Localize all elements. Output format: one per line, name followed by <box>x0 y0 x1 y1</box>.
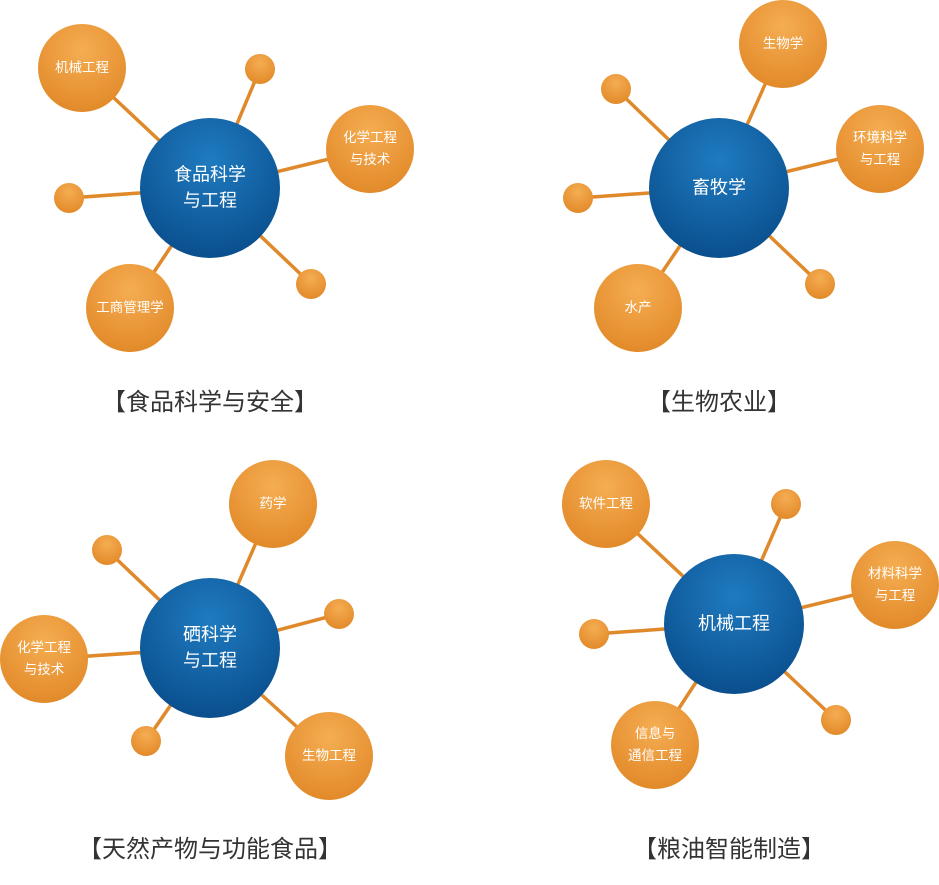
leaf-circle <box>563 183 593 213</box>
discipline-node: 水产 <box>594 264 682 352</box>
leaf-circle <box>579 619 609 649</box>
cluster-caption: 【食品科学与安全】 <box>102 388 318 416</box>
leaf-label: 与工程 <box>875 588 916 604</box>
leaf-circle <box>38 24 126 112</box>
leaf-circle <box>562 460 650 548</box>
leaf-circle <box>86 264 174 352</box>
hub-label: 硒科学 <box>183 625 237 646</box>
leaf-circle <box>739 0 827 88</box>
discipline-node: 软件工程 <box>562 460 650 548</box>
empty-node <box>601 74 631 104</box>
empty-node <box>821 705 851 735</box>
leaf-circle <box>54 183 84 213</box>
leaf-circle <box>836 105 924 193</box>
empty-node <box>563 183 593 213</box>
node-layer: 机械工程化学工程与技术工商管理学食品科学与工程生物学环境科学与工程水产畜牧学药学… <box>0 0 939 800</box>
hub-circle <box>140 578 280 718</box>
leaf-circle <box>92 535 122 565</box>
leaf-circle <box>611 701 699 789</box>
cluster-caption: 【生物农业】 <box>647 388 791 416</box>
leaf-label: 药学 <box>260 496 287 512</box>
leaf-label: 化学工程 <box>17 640 71 656</box>
hub-circle <box>649 118 789 258</box>
leaf-circle <box>131 726 161 756</box>
leaf-label: 生物工程 <box>302 748 356 764</box>
empty-node <box>771 489 801 519</box>
empty-node <box>245 54 275 84</box>
hub-label: 食品科学 <box>174 165 246 186</box>
leaf-circle <box>805 269 835 299</box>
leaf-label: 化学工程 <box>343 130 397 146</box>
discipline-node: 工商管理学 <box>86 264 174 352</box>
discipline-node: 生物工程 <box>285 712 373 800</box>
empty-node <box>324 599 354 629</box>
hub-node: 畜牧学 <box>649 118 789 258</box>
leaf-label: 与工程 <box>860 152 901 168</box>
hub-circle <box>664 554 804 694</box>
empty-node <box>131 726 161 756</box>
leaf-label: 工商管理学 <box>96 300 164 316</box>
leaf-circle <box>851 541 939 629</box>
leaf-circle <box>771 489 801 519</box>
leaf-label: 信息与 <box>635 725 676 742</box>
cluster-caption: 【天然产物与功能食品】 <box>78 835 342 863</box>
leaf-label: 与技术 <box>24 662 65 678</box>
leaf-label: 材料科学 <box>868 566 922 582</box>
empty-node <box>296 269 326 299</box>
leaf-circle <box>326 105 414 193</box>
leaf-circle <box>245 54 275 84</box>
discipline-node: 生物学 <box>739 0 827 88</box>
empty-node <box>92 535 122 565</box>
leaf-label: 环境科学 <box>853 130 907 146</box>
leaf-label: 与技术 <box>350 152 391 168</box>
hub-label: 与工程 <box>183 651 237 672</box>
hub-label: 机械工程 <box>698 614 770 635</box>
leaf-label: 机械工程 <box>55 60 109 76</box>
leaf-circle <box>0 615 88 703</box>
discipline-node: 机械工程 <box>38 24 126 112</box>
hub-label: 与工程 <box>183 191 237 212</box>
leaf-circle <box>324 599 354 629</box>
empty-node <box>54 183 84 213</box>
leaf-label: 水产 <box>625 300 652 316</box>
leaf-circle <box>296 269 326 299</box>
empty-node <box>579 619 609 649</box>
leaf-circle <box>285 712 373 800</box>
hub-node: 机械工程 <box>664 554 804 694</box>
leaf-label: 通信工程 <box>628 748 682 764</box>
leaf-label: 生物学 <box>763 36 804 52</box>
leaf-circle <box>821 705 851 735</box>
cluster-caption: 【粮油智能制造】 <box>633 835 825 863</box>
discipline-node: 药学 <box>229 460 317 548</box>
leaf-circle <box>594 264 682 352</box>
hub-label: 畜牧学 <box>692 178 746 199</box>
empty-node <box>805 269 835 299</box>
hub-circle <box>140 118 280 258</box>
leaf-circle <box>601 74 631 104</box>
leaf-label: 软件工程 <box>579 496 633 512</box>
leaf-circle <box>229 460 317 548</box>
